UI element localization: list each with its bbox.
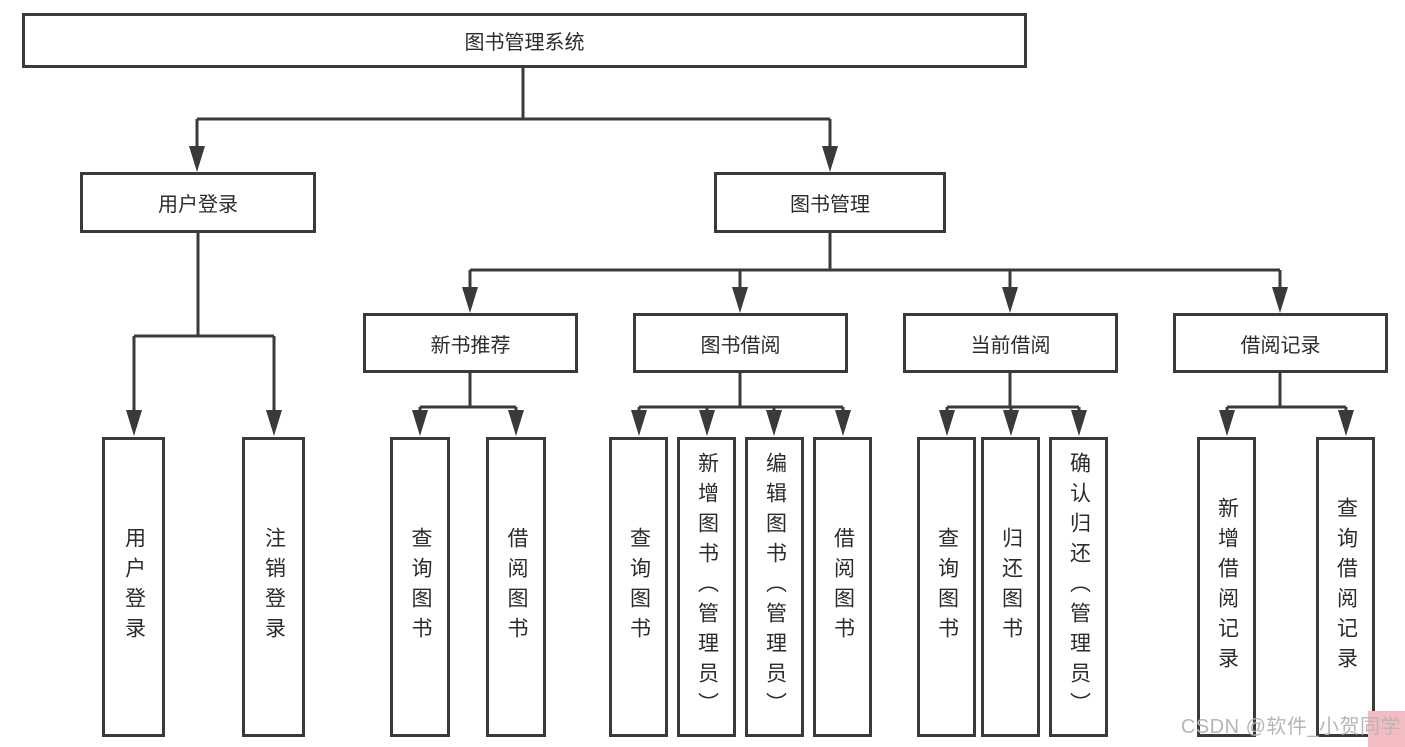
node-leaf-borrow-books-recommend: 借阅图书	[486, 437, 546, 737]
node-user-login: 用户登录	[80, 172, 316, 233]
connector-borrow-records	[1219, 373, 1354, 436]
arrow-down-icon	[412, 410, 428, 436]
node-leaf-add-borrow-record: 新增借阅记录	[1197, 437, 1256, 737]
watermark-text: CSDN @软件_小贺同学	[1180, 716, 1401, 738]
connector-book-management	[462, 233, 1288, 313]
node-leaf-logout: 注销登录	[242, 437, 305, 737]
node-leaf-query-books-recommend: 查询图书	[390, 437, 450, 737]
node-book-management: 图书管理	[714, 172, 946, 233]
node-leaf-query-books-current: 查询图书	[917, 437, 976, 737]
arrow-down-icon	[189, 146, 205, 172]
arrow-down-icon	[462, 287, 478, 313]
arrow-down-icon	[732, 287, 748, 313]
arrow-down-icon	[939, 410, 955, 436]
arrow-down-icon	[508, 410, 524, 436]
arrow-down-icon	[266, 410, 282, 436]
arrow-down-icon	[766, 410, 782, 436]
node-leaf-borrow-books: 借阅图书	[813, 437, 872, 737]
connector-user-login	[126, 233, 282, 436]
connector-current-borrow	[939, 373, 1087, 436]
arrow-down-icon	[1338, 410, 1354, 436]
arrow-down-icon	[1003, 410, 1019, 436]
node-leaf-user-login: 用户登录	[102, 437, 165, 737]
node-leaf-add-book-admin: 新增图书（管理员）	[677, 437, 736, 737]
arrow-down-icon	[699, 410, 715, 436]
arrow-down-icon	[126, 410, 142, 436]
arrow-down-icon	[631, 410, 647, 436]
node-leaf-query-borrow-record: 查询借阅记录	[1316, 437, 1375, 737]
arrow-down-icon	[822, 146, 838, 172]
watermark-highlight	[1368, 711, 1405, 747]
node-leaf-query-books-borrow: 查询图书	[609, 437, 668, 737]
node-leaf-confirm-return-admin: 确认归还（管理员）	[1049, 437, 1108, 737]
node-root: 图书管理系统	[22, 13, 1027, 68]
connector-root	[189, 68, 838, 172]
node-leaf-edit-book-admin: 编辑图书（管理员）	[745, 437, 804, 737]
arrow-down-icon	[1071, 410, 1087, 436]
node-current-borrow: 当前借阅	[903, 313, 1118, 373]
arrow-down-icon	[835, 410, 851, 436]
connector-new-book-recommend	[412, 373, 524, 436]
arrow-down-icon	[1219, 410, 1235, 436]
arrow-down-icon	[1002, 287, 1018, 313]
node-new-book-recommend: 新书推荐	[363, 313, 578, 373]
node-borrow-records: 借阅记录	[1173, 313, 1388, 373]
node-book-borrow: 图书借阅	[633, 313, 848, 373]
connector-book-borrow	[631, 373, 851, 436]
node-leaf-return-book: 归还图书	[981, 437, 1040, 737]
arrow-down-icon	[1272, 287, 1288, 313]
